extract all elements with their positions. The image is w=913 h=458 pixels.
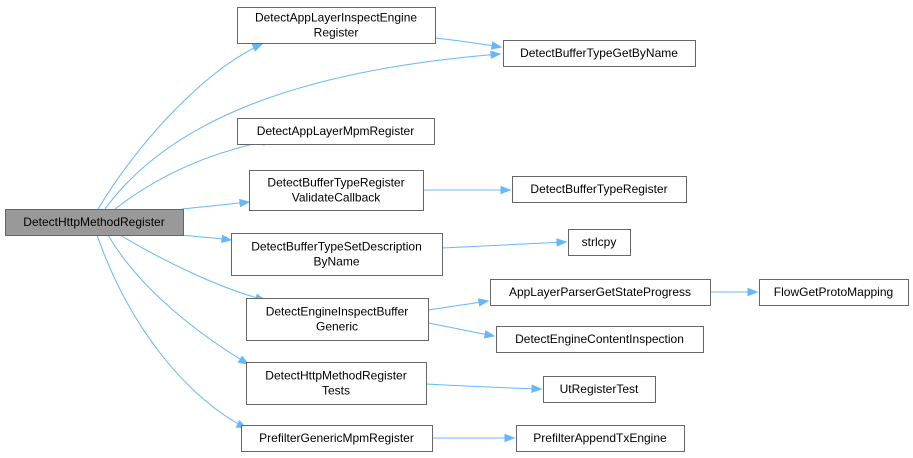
node-label-line: DetectHttpMethodRegister	[265, 369, 406, 383]
edge-line	[107, 234, 249, 365]
node-label-line: DetectEngineInspectBuffer	[266, 305, 409, 319]
node-box	[496, 326, 704, 353]
node-prefilter-append-tx-engine[interactable]: PrefilterAppendTxEngine	[516, 425, 685, 452]
edge-line	[119, 234, 266, 301]
arrowhead	[531, 384, 543, 393]
node-label-line: Tests	[322, 384, 350, 398]
node-box	[490, 279, 711, 306]
arrowhead	[556, 238, 568, 247]
node-label-line: DetectAppLayerMpmRegister	[257, 124, 414, 138]
node-label-line: DetectBufferTypeGetByName	[520, 46, 678, 60]
node-label-line: AppLayerParserGetStateProgress	[509, 285, 691, 299]
arrowhead	[237, 355, 250, 365]
node-box	[237, 118, 435, 145]
node-box	[249, 170, 424, 211]
node-label-line: DetectHttpMethodRegister	[23, 215, 164, 229]
node-box	[231, 233, 443, 276]
node-label-line: PrefilterGenericMpmRegister	[259, 431, 414, 445]
arrowhead	[500, 185, 512, 195]
node-detect-buffer-type-get-by-name[interactable]: DetectBufferTypeGetByName	[503, 40, 696, 67]
edge-line	[434, 37, 502, 48]
edge-detect-buffer-type-set-description-by-name-to-strlcpy	[441, 238, 568, 249]
edge-detect-http-method-register-to-detect-buffer-type-get-by-name	[104, 50, 502, 210]
node-box	[568, 229, 631, 256]
node-strlcpy[interactable]: strlcpy	[568, 229, 631, 256]
arrowhead	[504, 433, 516, 443]
edge-detect-http-method-register-tests-to-ut-register-test	[425, 383, 543, 393]
edge-app-layer-parser-get-state-progress-to-flow-get-proto-mapping	[710, 287, 759, 297]
node-box	[503, 40, 696, 67]
node-box	[543, 376, 656, 403]
node-label-line: Generic	[316, 320, 358, 334]
arrowhead	[477, 298, 490, 307]
node-box	[5, 209, 184, 236]
edge-detect-http-method-register-to-detect-http-method-register-tests	[107, 234, 250, 365]
edge-detect-app-layer-inspect-engine-register-to-detect-buffer-type-get-by-name	[434, 37, 503, 50]
node-detect-engine-content-inspection[interactable]: DetectEngineContentInspection	[496, 326, 704, 353]
edge-detect-http-method-register-to-prefilter-generic-mpm-register	[96, 234, 248, 429]
nodes-layer: DetectHttpMethodRegister DetectAppLayerIn…	[5, 7, 909, 452]
node-detect-buffer-type-register[interactable]: DetectBufferTypeRegister	[512, 176, 687, 203]
edges-layer	[96, 37, 759, 443]
node-box	[246, 362, 427, 405]
node-label-line: FlowGetProtoMapping	[774, 285, 893, 299]
node-label-line: DetectAppLayerInspectEngine	[255, 11, 417, 25]
node-box	[246, 298, 429, 341]
edge-detect-http-method-register-to-detect-app-layer-inspect-engine-register	[97, 43, 264, 210]
edge-detect-engine-inspect-buffer-generic-to-app-layer-parser-get-state-progress	[427, 298, 490, 311]
node-label-line: UtRegisterTest	[560, 382, 639, 396]
edge-line	[441, 241, 567, 249]
node-label-line: Register	[314, 26, 359, 40]
node-box	[759, 279, 909, 306]
edge-line	[425, 383, 542, 390]
node-detect-http-method-register[interactable]: DetectHttpMethodRegister	[5, 209, 184, 236]
edge-detect-http-method-register-to-detect-buffer-type-register-validate-callback	[181, 198, 251, 210]
arrowhead	[490, 41, 503, 50]
node-label-line: ByName	[313, 255, 359, 269]
edge-detect-engine-inspect-buffer-generic-to-detect-engine-content-inspection	[427, 322, 496, 339]
node-label-line: DetectBufferTypeRegister	[530, 182, 667, 196]
edge-prefilter-generic-mpm-register-to-prefilter-append-tx-engine	[431, 433, 516, 443]
node-detect-app-layer-mpm-register[interactable]: DetectAppLayerMpmRegister	[237, 118, 435, 145]
node-prefilter-generic-mpm-register[interactable]: PrefilterGenericMpmRegister	[241, 425, 433, 452]
node-label-line: strlcpy	[582, 235, 617, 249]
node-box	[237, 7, 436, 44]
edge-line	[181, 201, 250, 210]
edge-line	[427, 322, 495, 337]
arrowhead	[747, 287, 759, 297]
node-box	[512, 176, 687, 203]
node-box	[241, 425, 433, 452]
arrowhead	[490, 50, 502, 59]
node-label-line: DetectBufferTypeRegister	[267, 176, 404, 190]
node-app-layer-parser-get-state-progress[interactable]: AppLayerParserGetStateProgress	[490, 279, 711, 306]
edge-detect-buffer-type-register-validate-callback-to-detect-buffer-type-register	[422, 185, 512, 195]
arrowhead	[239, 198, 251, 208]
edge-line	[97, 43, 263, 210]
arrowhead	[251, 43, 264, 52]
edge-line	[104, 53, 501, 210]
node-ut-register-test[interactable]: UtRegisterTest	[543, 376, 656, 403]
edge-detect-http-method-register-to-detect-buffer-type-set-description-by-name	[181, 234, 233, 244]
node-box	[516, 425, 685, 452]
node-label-line: PrefilterAppendTxEngine	[533, 431, 667, 445]
edge-line	[96, 234, 247, 429]
arrowhead	[483, 330, 496, 339]
edge-detect-http-method-register-to-detect-app-layer-mpm-register	[114, 137, 274, 210]
node-label-line: ValidateCallback	[292, 191, 381, 205]
arrowhead	[221, 234, 233, 244]
node-label-line: DetectBufferTypeSetDescription	[251, 240, 422, 254]
node-label-line: DetectEngineContentInspection	[515, 332, 684, 346]
node-flow-get-proto-mapping[interactable]: FlowGetProtoMapping	[759, 279, 909, 306]
